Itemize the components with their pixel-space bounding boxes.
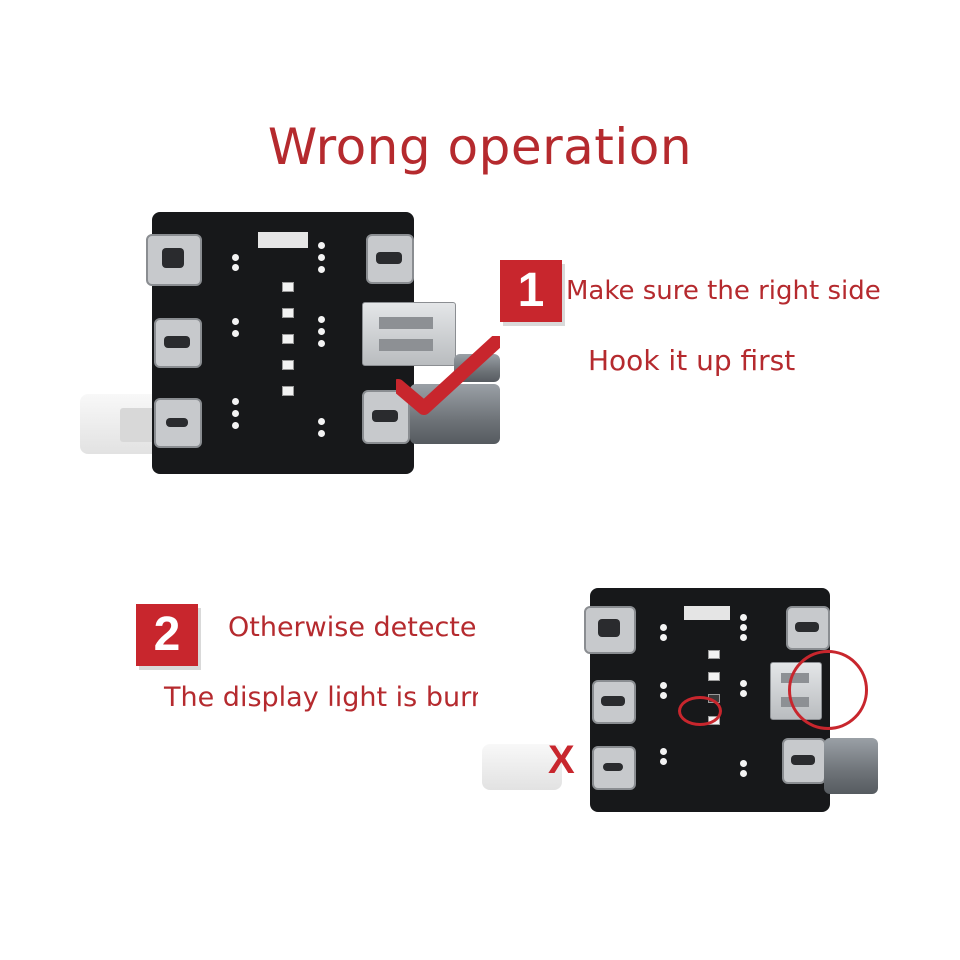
- power-in-port-2: [782, 738, 826, 784]
- usb-a-plug: [362, 302, 456, 366]
- type-c-port-right-2: [786, 606, 830, 650]
- micro-port-2: [592, 746, 636, 790]
- step-2-line-1: Otherwise detected: [228, 612, 494, 643]
- lightning-port: [146, 234, 202, 286]
- board-photo-wrong: [478, 578, 878, 860]
- type-c-port-left-2: [592, 680, 636, 724]
- board-photo-correct: [80, 198, 500, 486]
- step-2-badge: 2: [136, 604, 198, 666]
- micro-port: [154, 398, 202, 448]
- page-title: Wrong operation: [267, 118, 693, 176]
- type-c-port-left: [154, 318, 202, 368]
- power-in-port: [362, 390, 410, 444]
- highlight-led-circle: [678, 696, 722, 726]
- wrong-mark-icon: X: [548, 738, 575, 782]
- power-cable-2: [824, 738, 878, 794]
- highlight-usb-a-circle: [788, 650, 868, 730]
- type-c-port-right: [366, 234, 414, 284]
- micro-usb-cable-wrong: [482, 744, 562, 790]
- step-1-line-1: Make sure the right side: [566, 276, 881, 306]
- check-mark-icon: [396, 336, 500, 415]
- lightning-port-2: [584, 606, 636, 654]
- step-1-badge: 1: [500, 260, 562, 322]
- step-1-line-2: Hook it up first: [588, 344, 796, 377]
